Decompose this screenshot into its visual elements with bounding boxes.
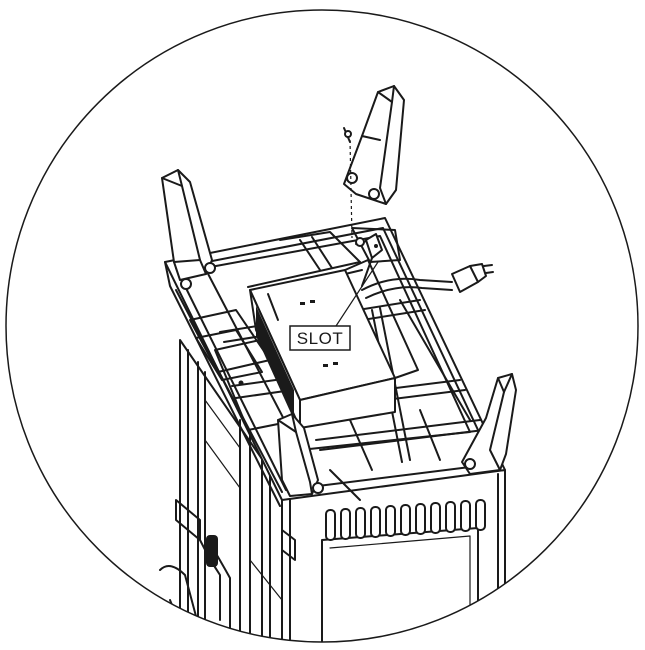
side-frame [159,339,296,642]
corner-post-right [461,373,517,475]
callout-leader [335,261,379,327]
slot-connector [361,233,383,287]
vent-slots [325,499,486,541]
detail-circle [5,9,639,643]
power-cord [361,263,494,299]
corner-post-left [161,169,216,290]
slot-callout: SLOT [289,325,351,351]
slot-label: SLOT [297,329,343,348]
corner-post-detached [343,85,405,239]
slot-callout-box [289,325,351,351]
power-box [249,259,419,429]
cabinet-body [281,469,506,642]
corner-post-front [277,413,324,497]
